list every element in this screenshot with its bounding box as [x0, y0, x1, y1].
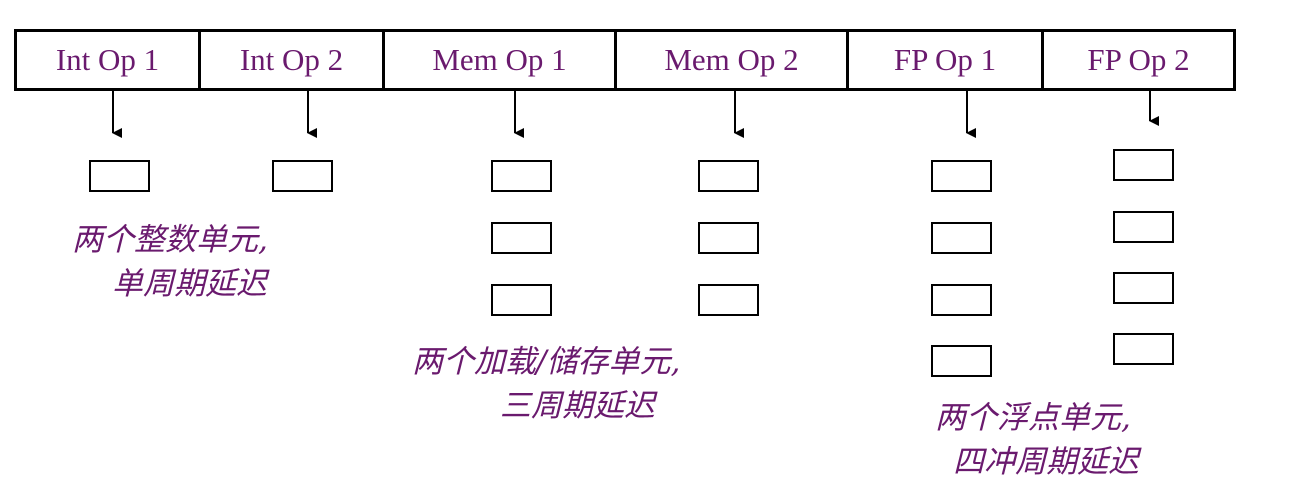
field-int-op-2: Int Op 2 — [201, 32, 385, 88]
mem-op-2-stage-3 — [698, 284, 759, 316]
int-op-2-stage-1 — [272, 160, 333, 192]
mem-op-2-stage-2 — [698, 222, 759, 254]
fp-op-1-stage-4 — [931, 345, 992, 377]
field-mem-op-1: Mem Op 1 — [385, 32, 617, 88]
mem-op-2-stage-1 — [698, 160, 759, 192]
caption-integer-units: 两个整数单元, 单周期延迟 — [72, 218, 268, 306]
fp-op-2-stage-2 — [1113, 211, 1174, 243]
mem-op-1-stage-1 — [491, 160, 552, 192]
mem-op-1-stage-3 — [491, 284, 552, 316]
caption-integer-line-2: 单周期延迟 — [112, 266, 267, 302]
caption-memory-units: 两个加载/储存单元, 三周期延迟 — [412, 340, 680, 428]
fp-op-1-stage-3 — [931, 284, 992, 316]
fp-op-2-stage-1 — [1113, 149, 1174, 181]
int-op-1-stage-1 — [89, 160, 150, 192]
mem-op-1-stage-2 — [491, 222, 552, 254]
caption-fp-units: 两个浮点单元, 四冲周期延迟 — [935, 396, 1139, 484]
caption-fp-line-2: 四冲周期延迟 — [953, 444, 1139, 480]
field-int-op-1: Int Op 1 — [17, 32, 201, 88]
fp-op-1-stage-1 — [931, 160, 992, 192]
caption-fp-line-1: 两个浮点单元, — [935, 400, 1131, 436]
instruction-word-bar: Int Op 1 Int Op 2 Mem Op 1 Mem Op 2 FP O… — [14, 29, 1236, 91]
fp-op-2-stage-4 — [1113, 333, 1174, 365]
caption-memory-line-2: 三周期延迟 — [500, 388, 655, 424]
fp-op-2-stage-3 — [1113, 272, 1174, 304]
fp-op-1-stage-2 — [931, 222, 992, 254]
field-fp-op-2: FP Op 2 — [1087, 42, 1190, 77]
caption-integer-line-1: 两个整数单元, — [72, 222, 268, 258]
caption-memory-line-1: 两个加载/储存单元, — [412, 344, 681, 380]
field-fp-op-1: FP Op 1 — [849, 32, 1044, 88]
field-mem-op-2: Mem Op 2 — [617, 32, 849, 88]
